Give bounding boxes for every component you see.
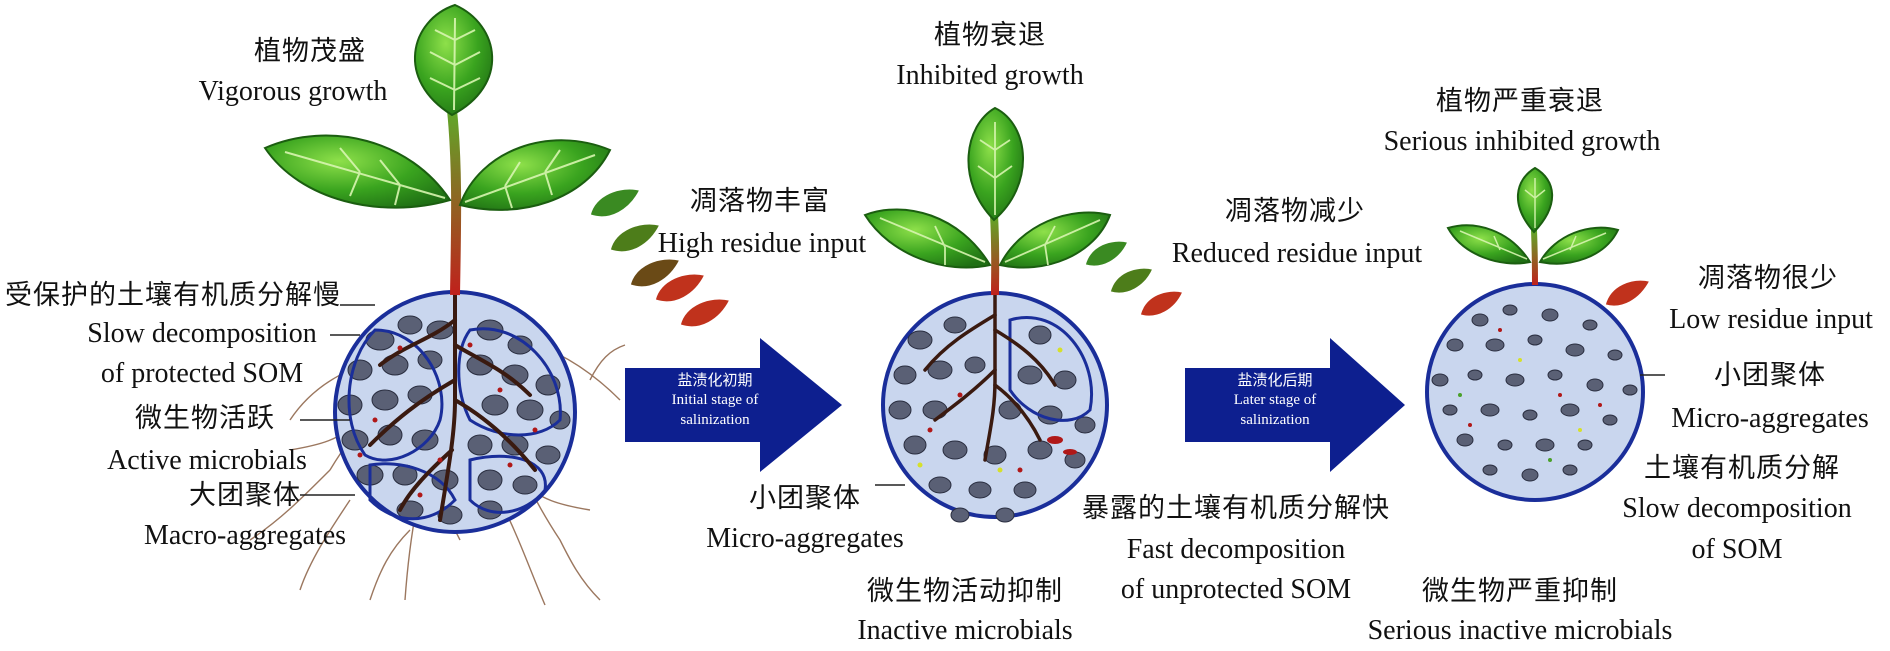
arrow2-cn-label: 盐渍化后期 xyxy=(1237,371,1313,389)
stage3-micro-aggregates xyxy=(1431,304,1638,482)
stage2-microbe-cn-label: 微生物活动抑制 xyxy=(867,576,1063,607)
stage1-residue-en-label: High residue input xyxy=(657,228,867,259)
arrow1-en-label-1: Initial stage of xyxy=(671,392,759,408)
stage1-red-dots xyxy=(357,342,538,498)
stage2-stem xyxy=(990,214,1000,296)
arrow2-en-label-1: Later stage of xyxy=(1233,392,1317,408)
stage3-dots xyxy=(1458,328,1602,462)
stage1-som-en-label-1: Slow decomposition xyxy=(87,318,317,349)
stage3-som-cn-label: 土壤有机质分解 xyxy=(1644,453,1840,484)
arrow2-shape xyxy=(1185,338,1405,472)
stage1-leaves xyxy=(263,3,612,211)
stage3-plant-en-label: Serious inhibited growth xyxy=(1383,126,1661,157)
stage2-agg-cn-label: 小团聚体 xyxy=(749,483,861,514)
stage3-agg-cn-label: 小团聚体 xyxy=(1714,360,1826,391)
stage2-residue-en-label: Reduced residue input xyxy=(1171,238,1423,269)
stage1-stem xyxy=(447,109,462,296)
stage2-som-en-label-2: of unprotected SOM xyxy=(1120,574,1352,605)
stage1-macro-aggregate-outlines xyxy=(347,327,562,521)
leader-lines xyxy=(300,304,1665,496)
stage2-plant-en-label: Inhibited growth xyxy=(896,60,1084,91)
stage3-stem xyxy=(1531,229,1538,286)
stage1-residue-cn-label: 凋落物丰富 xyxy=(690,186,830,217)
stage2-roots xyxy=(923,293,1057,462)
stage1-residue-leaves xyxy=(589,188,732,328)
stage2-som-cn-label: 暴露的土壤有机质分解快 xyxy=(1082,493,1390,524)
stage1-plant-cn-label: 植物茂盛 xyxy=(254,36,366,67)
stage1-aggregates xyxy=(337,315,571,525)
stage3-plant-cn-label: 植物严重衰退 xyxy=(1436,86,1604,117)
stage3-leaf-veins xyxy=(1459,178,1607,260)
arrow1-shape xyxy=(625,338,842,472)
stage2-residue-cn-label: 凋落物减少 xyxy=(1225,196,1365,227)
arrow2-en-label-2: salinization xyxy=(1240,412,1310,428)
stage1-leaf-veins xyxy=(284,17,596,209)
stage2-microbe-dots xyxy=(917,347,1063,473)
stage1-som-cn-label: 受保护的土壤有机质分解慢 xyxy=(5,280,341,311)
stage3-agg-en-label: Micro-aggregates xyxy=(1671,403,1869,434)
stage3-microbe-en-label: Serious inactive microbials xyxy=(1367,615,1673,646)
stage2-leaf-veins xyxy=(879,122,1101,266)
stage2-red-dots xyxy=(927,392,1077,473)
stage1-plant-en-label: Vigorous growth xyxy=(198,76,388,107)
stage1-agg-en-label: Macro-aggregates xyxy=(143,520,347,551)
arrow1-label: 盐渍化初期 Initial stage of salinization xyxy=(640,370,790,430)
stage1-agg-cn-label: 大团聚体 xyxy=(189,480,301,511)
stage3-residue-cn-label: 凋落物很少 xyxy=(1698,263,1838,294)
stage3-residue-leaf xyxy=(1604,279,1652,307)
stage2-som-en-label-1: Fast decomposition xyxy=(1126,534,1346,565)
arrow1-cn-label: 盐渍化初期 xyxy=(677,371,753,389)
stage3-residue-en-label: Low residue input xyxy=(1669,304,1873,335)
arrow1-en-label-2: salinization xyxy=(680,412,750,428)
stage3-soil-circle xyxy=(1425,282,1645,502)
stage2-leaves xyxy=(863,106,1112,269)
stage2-residue-leaves xyxy=(1084,240,1185,317)
stage2-agg-en-label: Micro-aggregates xyxy=(706,523,904,554)
arrow2-label: 盐渍化后期 Later stage of salinization xyxy=(1200,370,1350,430)
stage2-aggregate-outlines xyxy=(1008,316,1093,422)
stage3-som-en-label-2: of SOM xyxy=(1691,534,1783,565)
stage2-plant-cn-label: 植物衰退 xyxy=(934,20,1046,51)
stage1-roots xyxy=(368,293,537,522)
stage1-microbe-en-label: Active microbials xyxy=(107,445,307,476)
stage1-som-en-label-2: of protected SOM xyxy=(100,358,304,389)
stage3-microbe-cn-label: 微生物严重抑制 xyxy=(1422,576,1618,607)
stage2-microbe-en-label: Inactive microbials xyxy=(857,615,1073,646)
stage3-som-en-label-1: Slow decomposition xyxy=(1622,493,1852,524)
stage1-microbe-cn-label: 微生物活跃 xyxy=(135,403,275,434)
